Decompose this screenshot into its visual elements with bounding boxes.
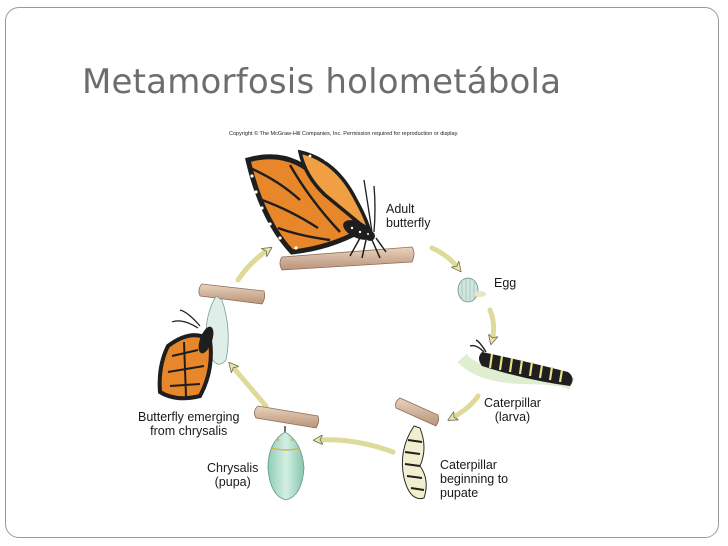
copyright-notice: Copyright © The McGraw-Hill Companies, I… bbox=[229, 131, 459, 137]
emerging-butterfly-illustration bbox=[157, 283, 266, 401]
prepupa-illustration bbox=[395, 397, 440, 500]
arrow-adult-to-egg bbox=[429, 245, 458, 268]
cycle-arrows bbox=[232, 245, 494, 455]
chrysalis-illustration bbox=[254, 405, 320, 501]
label-adult-butterfly: Adult butterfly bbox=[386, 202, 431, 230]
label-butterfly-emerging: Butterfly emerging from chrysalis bbox=[138, 410, 240, 438]
slide-title: Metamorfosis holometábola bbox=[82, 62, 562, 102]
adult-butterfly-illustration bbox=[245, 149, 415, 271]
chrysalis-twig bbox=[254, 405, 320, 429]
label-chrysalis-pupa: Chrysalis (pupa) bbox=[207, 461, 259, 489]
label-caterpillar-beginning-to-pupate: Caterpillar beginning to pupate bbox=[440, 458, 509, 500]
arrow-prepupa-to-chrysalis bbox=[318, 440, 396, 455]
arrow-egg-to-caterpillar bbox=[487, 307, 494, 340]
prepupa-twig bbox=[395, 397, 440, 427]
slide-frame bbox=[5, 7, 719, 538]
label-caterpillar-larva: Caterpillar (larva) bbox=[484, 396, 541, 424]
caterpillar-illustration bbox=[457, 339, 575, 390]
adult-twig bbox=[279, 246, 415, 271]
emerging-twig bbox=[198, 283, 266, 305]
label-egg: Egg bbox=[494, 276, 517, 290]
egg-illustration bbox=[457, 277, 486, 303]
arrow-caterpillar-to-prepupa bbox=[452, 393, 481, 418]
arrow-emerging-to-adult bbox=[235, 250, 268, 283]
arrow-chrysalis-to-emerging bbox=[232, 366, 269, 409]
